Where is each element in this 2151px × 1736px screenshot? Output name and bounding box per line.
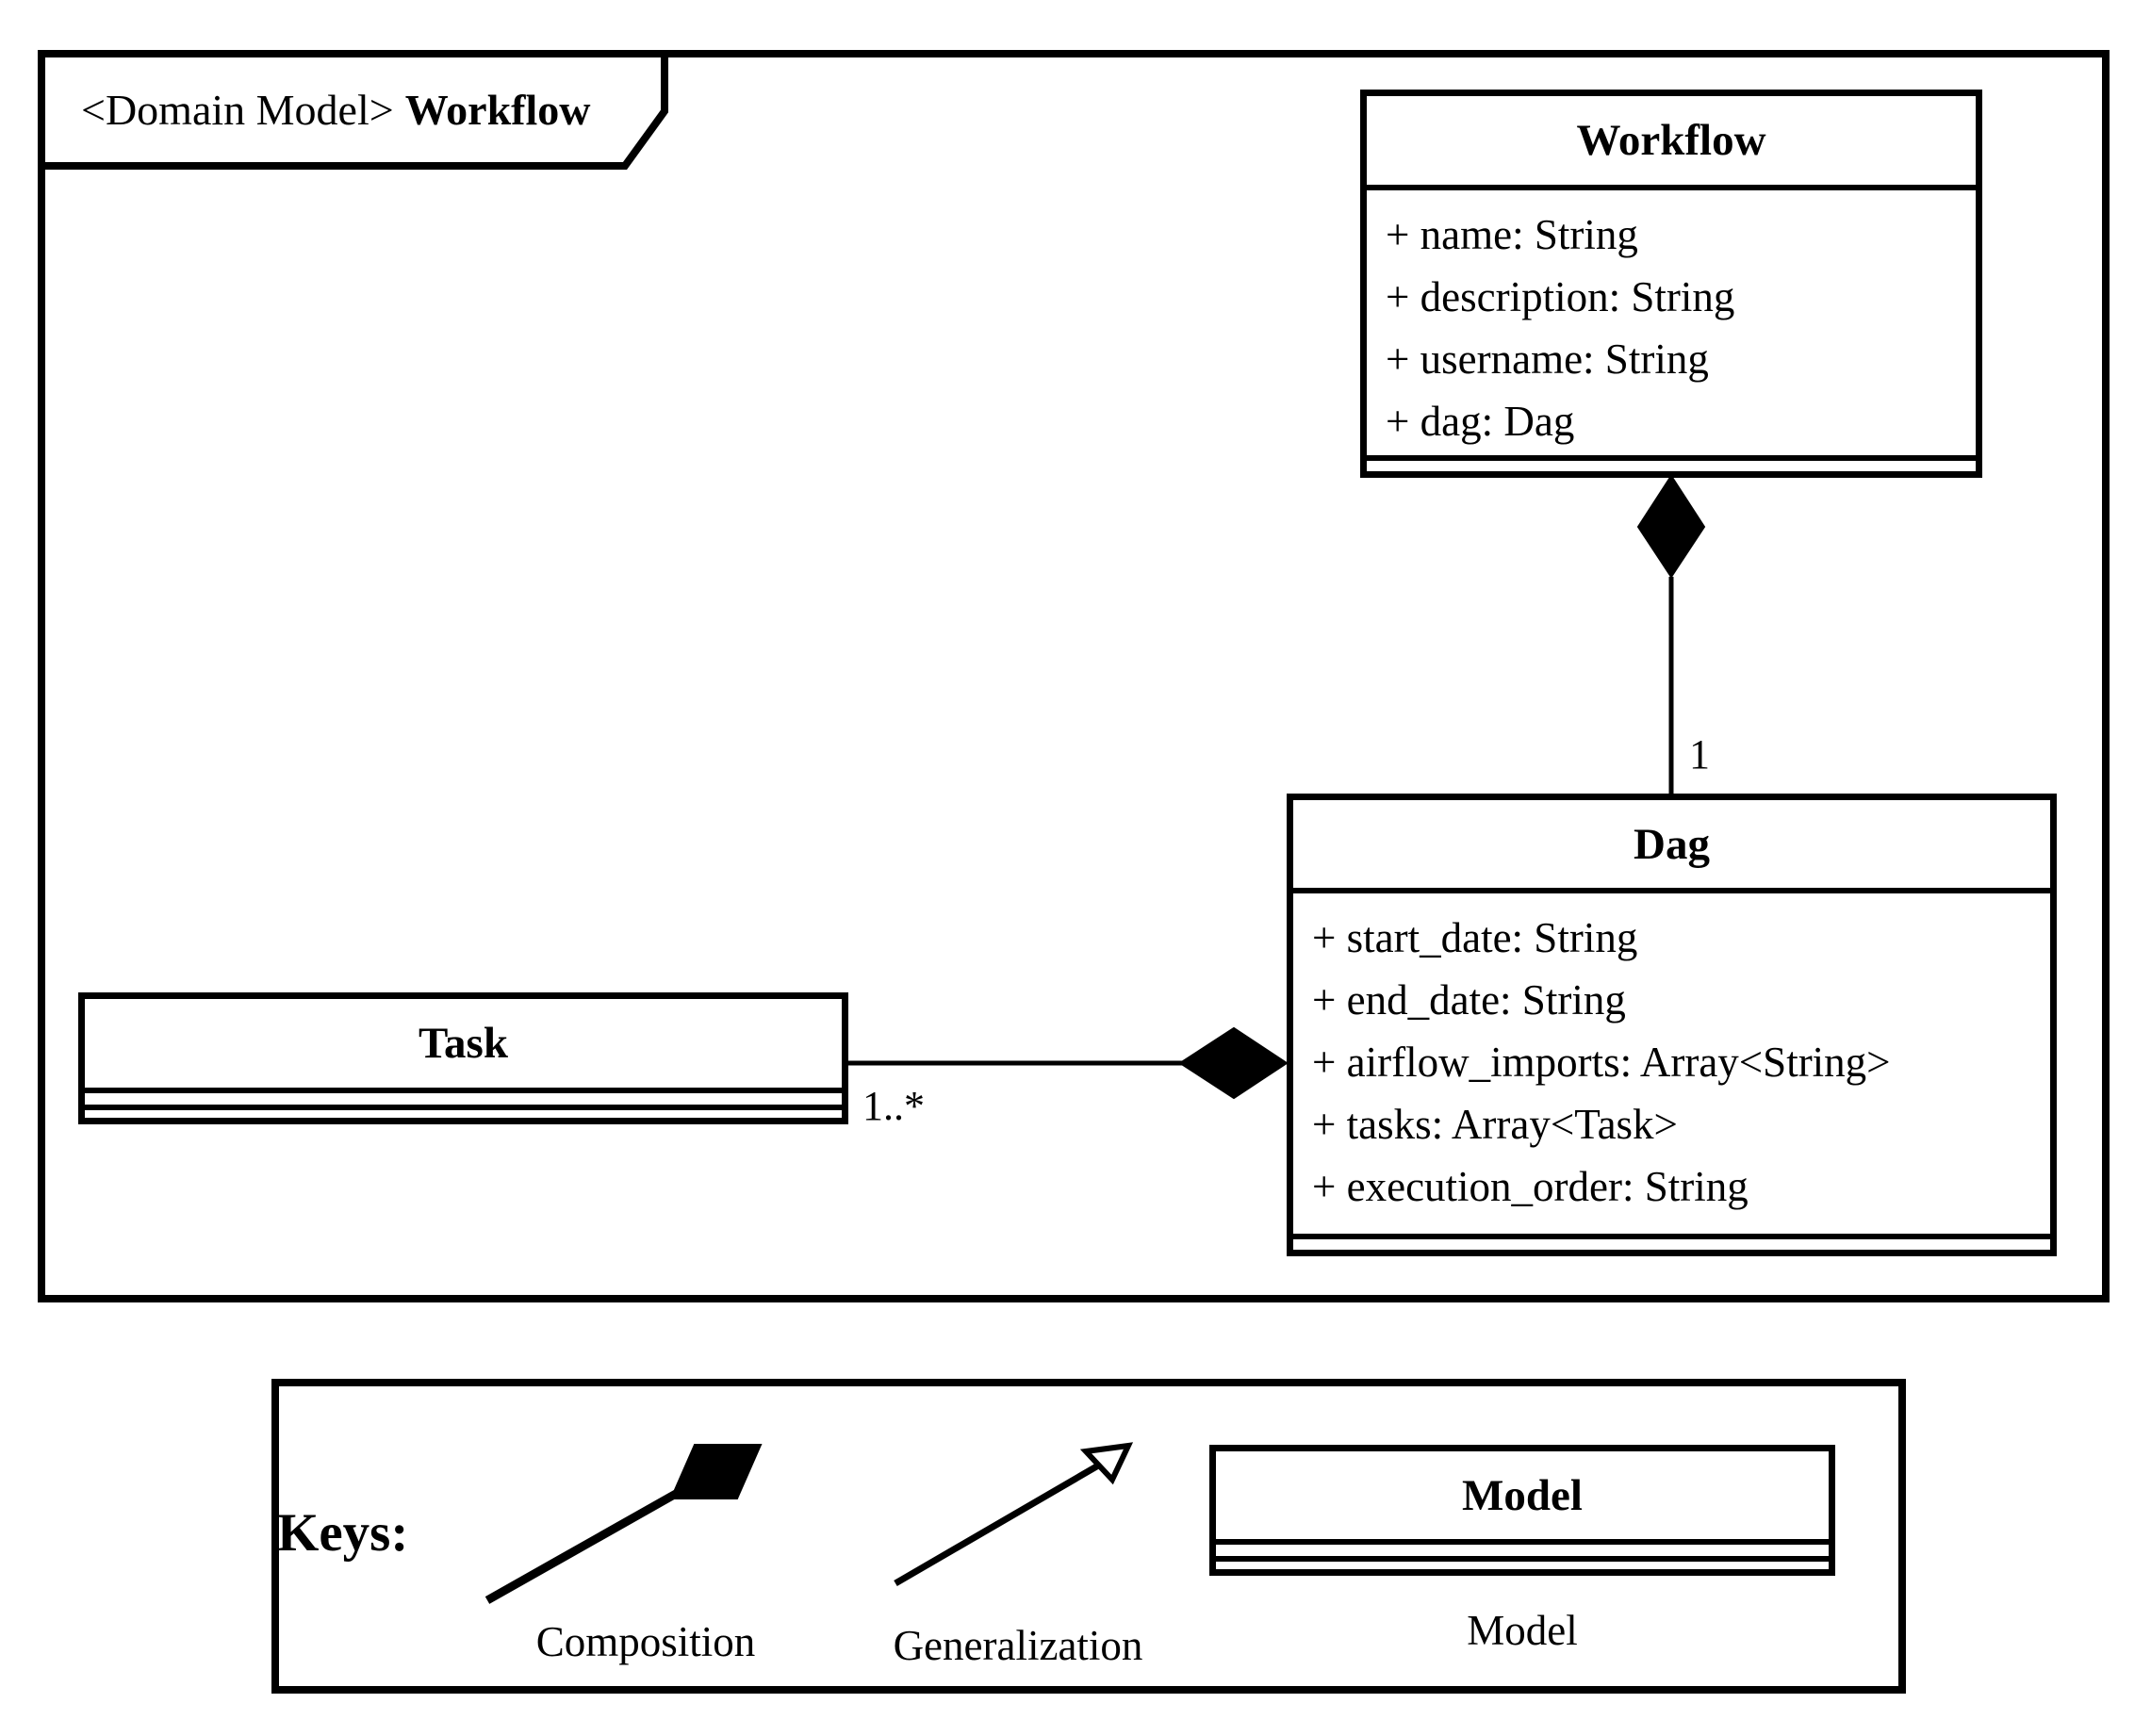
legend-generalization-line	[894, 1458, 1107, 1587]
class-box-workflow: Workflow + name: String + description: St…	[1360, 90, 1982, 478]
class-box-dag: Dag + start_date: String + end_date: Stri…	[1287, 794, 2057, 1256]
attribute-line: + execution_order: String	[1312, 1163, 1749, 1210]
class-attributes-dag: + start_date: String + end_date: String + …	[1293, 888, 2050, 1234]
attribute-line: + dag: Dag	[1386, 398, 1575, 445]
legend-generalization-arrowhead-icon	[1079, 1442, 1134, 1485]
class-title-task: Task	[419, 1019, 508, 1068]
tab-title: Workflow	[404, 86, 591, 134]
attribute-line: + description: String	[1386, 273, 1735, 320]
class-attributes-workflow: + name: String + description: String + use…	[1367, 185, 1976, 455]
legend-label-model: Model	[1467, 1607, 1578, 1654]
class-methods-task	[85, 1105, 842, 1118]
attribute-line: + tasks: Array<Task>	[1312, 1101, 1678, 1148]
class-attributes-task	[85, 1088, 842, 1105]
legend-label-generalization: Generalization	[893, 1622, 1143, 1669]
legend-heading: Keys:	[277, 1503, 409, 1563]
legend-class-attributes-model	[1216, 1539, 1829, 1556]
legend-composition-line	[484, 1486, 685, 1604]
attribute-line: + airflow_imports: Array<String>	[1312, 1039, 1891, 1086]
attribute-line: + username: String	[1386, 336, 1709, 383]
legend-class-box-model: Model	[1209, 1445, 1835, 1576]
class-methods-workflow	[1367, 455, 1976, 471]
attribute-line: + end_date: String	[1312, 976, 1626, 1024]
class-title-workflow: Workflow	[1576, 116, 1766, 165]
task-dag-composition-diamond-icon	[1178, 1026, 1289, 1100]
legend-composition-diamond-icon	[669, 1444, 763, 1499]
attribute-line: + name: String	[1386, 211, 1638, 258]
legend-class-methods-model	[1216, 1556, 1829, 1569]
frame-tab-shape	[38, 50, 668, 170]
multiplicity-workflow-dag: 1	[1689, 731, 1710, 778]
tab-prefix: <Domain Model>	[81, 86, 394, 134]
frame-tab-label: <Domain Model> Workflow	[38, 50, 665, 170]
attribute-line: + start_date: String	[1312, 914, 1638, 961]
class-methods-dag	[1293, 1234, 2050, 1250]
class-box-task: Task	[78, 992, 848, 1124]
legend-label-composition: Composition	[535, 1618, 756, 1665]
class-title-dag: Dag	[1634, 819, 1710, 869]
multiplicity-task-dag: 1..*	[862, 1083, 925, 1129]
workflow-dag-composition-diamond-icon	[1636, 474, 1706, 579]
legend-class-title-model: Model	[1462, 1470, 1583, 1520]
